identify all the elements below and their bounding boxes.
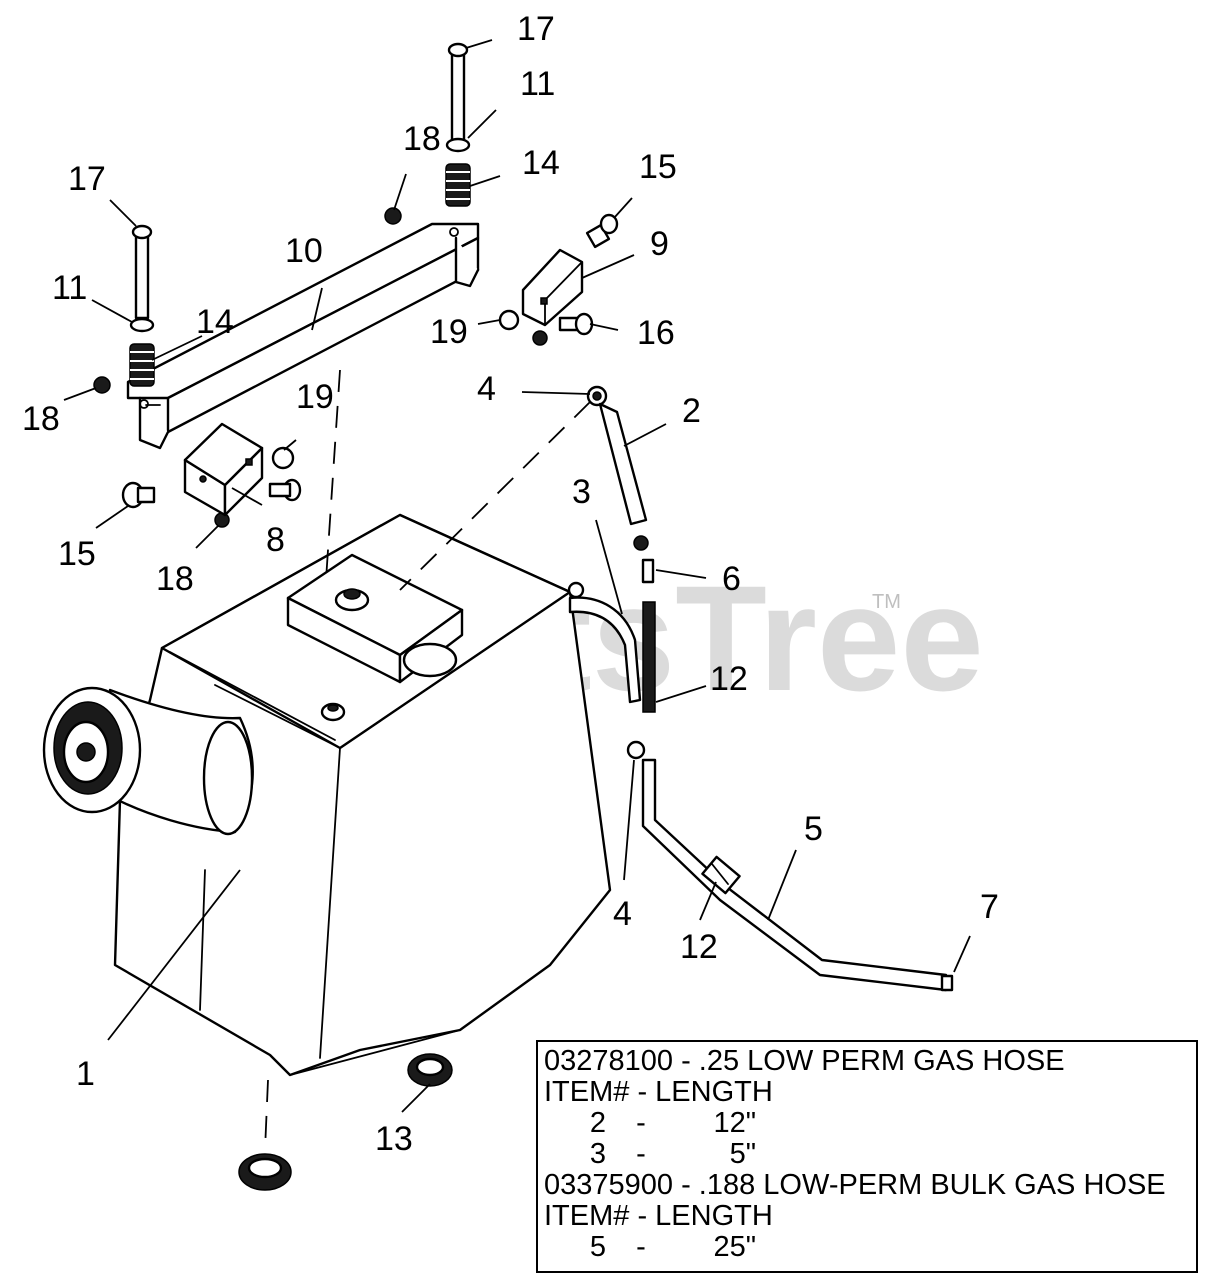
legend-row: 5 - 25" [544,1232,1196,1263]
legend-length: 25" [713,1231,756,1263]
part-3-hose [568,596,642,704]
watermark-trademark: TM [872,591,901,613]
part-8-bracket [183,422,264,517]
callout-17-top: 17 [517,10,555,48]
part-9-bracket [521,248,584,327]
callout-3: 3 [572,473,591,511]
part-19-nut-right [498,309,520,331]
legend-row: 2 - 12" [544,1108,1196,1139]
legend-length: 12" [713,1107,756,1139]
legend-length: 5" [729,1138,756,1170]
part-3-tank-fitting [567,581,585,599]
callout-5: 5 [804,810,823,848]
part-16-bolt-left [268,478,302,502]
callout-7: 7 [980,888,999,926]
part-18-nut-left [93,376,111,394]
callout-13: 13 [375,1120,413,1158]
callout-6: 6 [722,560,741,598]
part-15-bolt-left [121,481,156,509]
part-1-fuel-tank [42,513,612,1077]
callout-12-upper: 12 [710,660,748,698]
part-10-support-bracket [126,222,480,450]
callout-15-right: 15 [639,148,677,186]
part-14-spring-right [445,163,471,207]
callout-19-left: 19 [296,378,334,416]
part-11-washer-left [129,317,155,333]
legend-hose1-header: ITEM# - LENGTH [544,1076,773,1108]
part-19-nut-left [271,446,295,470]
callout-16: 16 [637,314,675,352]
part-13-grommet-right [407,1053,453,1087]
callout-4-top: 4 [477,370,496,408]
callout-11-top: 11 [520,65,555,103]
legend-item: 5 [589,1231,606,1263]
legend-hose2-header: ITEM# - LENGTH [544,1200,773,1232]
legend-sep: - [636,1138,646,1170]
legend-hose1-title: 03278100 - .25 LOW PERM GAS HOSE [544,1045,1065,1077]
part-16-bolt-right [558,312,594,336]
part-11-washer-right [445,137,471,153]
legend-row: 3 - 5" [544,1139,1196,1170]
callout-10: 10 [285,232,323,270]
part-12-filter-upper [642,601,656,713]
part-18-nut-right [532,330,548,346]
callout-12-lower: 12 [680,928,718,966]
part-15-bolt-right [585,213,619,249]
part-13-grommet-left [238,1153,292,1191]
legend-hose2-title: 03375900 - .188 LOW-PERM BULK GAS HOSE [544,1169,1166,1201]
callout-14-left: 14 [196,303,234,341]
part-17-bolt-right [447,42,469,142]
part-18-nut-lower [214,512,230,528]
part-4-clamp-top [586,385,608,407]
part-4-clamp-lower [626,740,646,760]
callout-18-lower: 18 [156,560,194,598]
assembly-dash-lines [264,369,591,1151]
callout-14-top: 14 [522,144,560,182]
callout-15-left: 15 [58,535,96,573]
part-17-bolt-left [131,224,153,320]
legend-sep: - [636,1107,646,1139]
callout-4-lower: 4 [613,895,632,933]
callout-8: 8 [266,521,285,559]
part-14-spring-left [129,343,155,387]
legend-item: 2 [589,1107,606,1139]
part-7-fitting [940,974,954,992]
callout-11-left: 11 [52,269,87,307]
legend-sep: - [636,1231,646,1263]
callout-1: 1 [76,1055,95,1093]
callout-18-left: 18 [22,400,60,438]
callout-2: 2 [682,392,701,430]
callout-18-top: 18 [403,120,441,158]
callout-leaders [63,39,971,1113]
callout-19-right: 19 [430,313,468,351]
part-2-hose [598,402,648,526]
callout-17-left: 17 [68,160,106,198]
part-12-filter-lower [701,855,741,895]
part-18-nut-top [384,207,402,225]
callout-9: 9 [650,225,669,263]
legend-item: 3 [589,1138,606,1170]
part-6-fitting [633,535,655,584]
hose-length-legend: 03278100 - .25 LOW PERM GAS HOSE ITEM# -… [536,1040,1198,1273]
